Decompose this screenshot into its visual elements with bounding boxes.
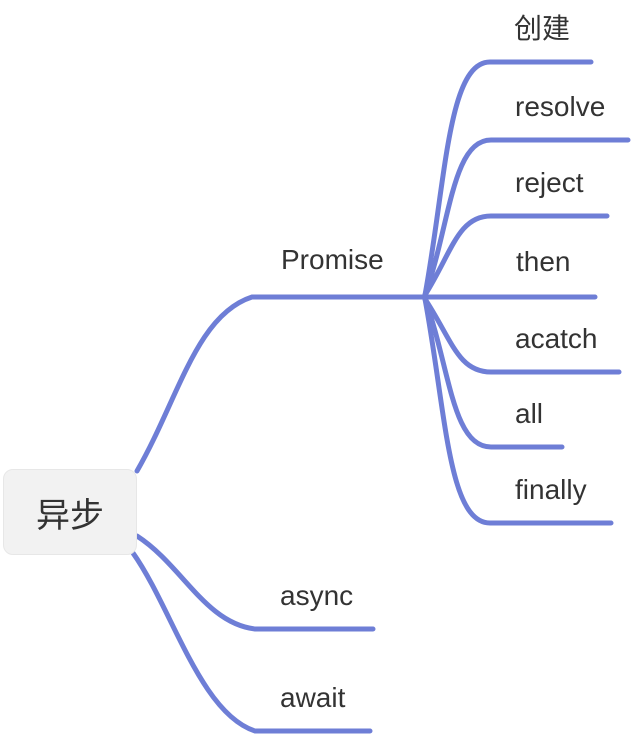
edge-root-async (134, 533, 376, 632)
node-finally[interactable]: finally (515, 474, 587, 505)
edge-promise-finally (422, 296, 614, 526)
edge-promise-create (422, 59, 594, 298)
node-await[interactable]: await (280, 682, 346, 713)
node-root-label: 异步 (36, 496, 104, 535)
node-promise[interactable]: Promise (281, 244, 384, 275)
node-root[interactable]: 异步 (3, 469, 137, 555)
node-then[interactable]: then (516, 246, 571, 277)
node-acatch[interactable]: acatch (515, 323, 598, 354)
edge-root-await (130, 550, 373, 734)
node-resolve[interactable]: resolve (515, 91, 606, 122)
node-async[interactable]: async (280, 580, 354, 611)
node-all[interactable]: all (515, 398, 544, 429)
edge-promise-acatch (422, 296, 622, 375)
edge-root-promise (134, 294, 428, 474)
edge-promise-resolve (422, 137, 631, 298)
node-reject[interactable]: reject (515, 167, 584, 198)
edge-promise-all (422, 296, 565, 450)
node-create[interactable]: 创建 (514, 13, 571, 44)
edge-promise-reject (422, 213, 610, 298)
